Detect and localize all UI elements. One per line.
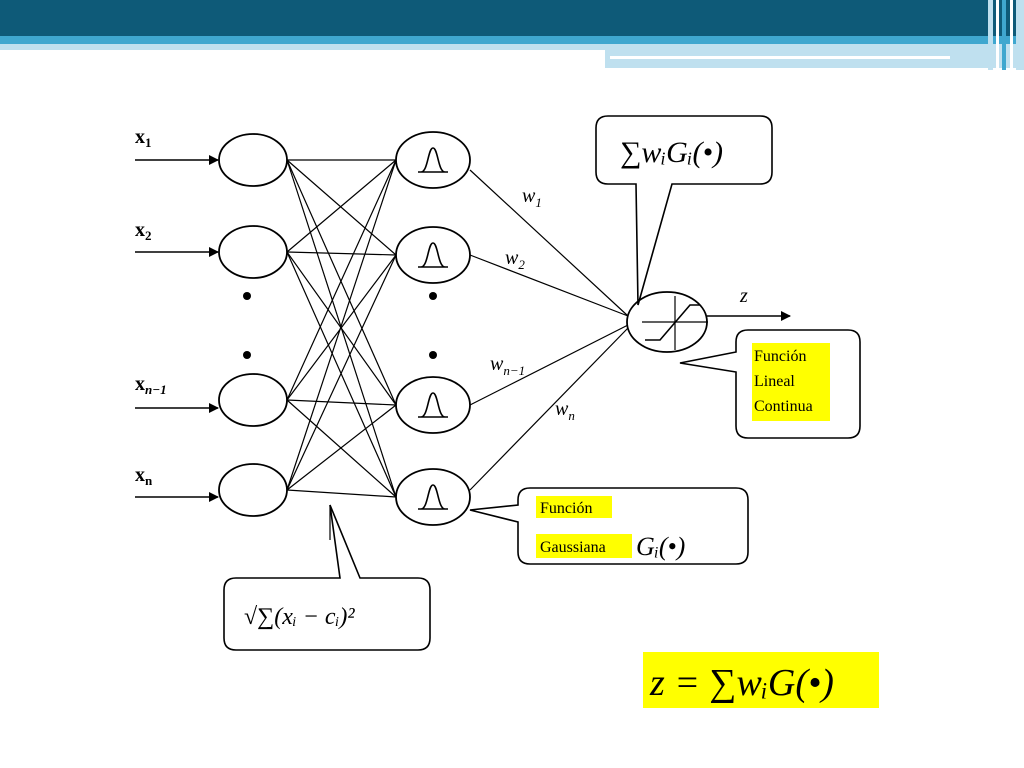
input-node-3: [218, 373, 288, 427]
input-label-x1: x1: [135, 126, 152, 150]
header-dark-band: [0, 0, 1024, 38]
input-hidden-connections: [286, 159, 397, 540]
sum-formula-callout: ∑wᵢGᵢ(•): [595, 115, 773, 306]
connection-4-3: [286, 404, 397, 491]
gaussian-curve-icon: [418, 242, 448, 268]
input-node-4: [218, 463, 288, 517]
input-labels: x1 x2 xn−1 xn: [135, 126, 167, 488]
connection-4-4: [286, 489, 397, 498]
connection-3-4: [286, 399, 397, 498]
output-node: [626, 291, 708, 353]
input-ellipsis-dots: [243, 292, 251, 359]
input-label-xn-1: xn−1: [135, 373, 167, 397]
hidden-ellipsis-dots: [429, 292, 437, 359]
connection-2-4: [286, 251, 397, 498]
gaussian-text-line-1: Función: [540, 500, 592, 517]
gaussian-highlight-1: [536, 496, 612, 518]
output-label-z: z: [739, 285, 748, 307]
gaussian-node-1: [395, 131, 471, 189]
header-white-stripe: [610, 56, 950, 59]
weight-label-w2: w2: [505, 247, 525, 272]
gaussian-curve-icon: [418, 147, 448, 173]
connection-2-3: [286, 251, 397, 406]
output-equation: z = ∑wᵢG(•): [643, 652, 879, 708]
gaussian-node-2: [395, 226, 471, 284]
connection-4-1: [286, 159, 397, 491]
header-light-band-left: [0, 44, 605, 50]
gaussian-node-3: [395, 376, 471, 434]
gaussian-highlight-2: [536, 534, 632, 558]
connection-3-2: [286, 254, 397, 401]
input-node-2: [218, 225, 288, 279]
linear-text-line-3: Continua: [754, 398, 813, 415]
header-vertical-stripes: [988, 0, 1024, 70]
distance-formula-text: √∑(xᵢ − cᵢ)²: [244, 604, 355, 630]
gaussian-text-line-2: Gaussiana: [540, 539, 606, 556]
connection-2-2: [286, 251, 397, 256]
linear-text-line-1: Función: [754, 348, 806, 365]
gaussian-symbol: Gᵢ(•): [636, 532, 685, 561]
weight-label-wn-1: wn−1: [490, 353, 525, 378]
connection-1-3: [286, 159, 397, 406]
weight-label-wn: wn: [555, 398, 575, 423]
connection-3-3: [286, 399, 397, 406]
connection-3-1: [286, 159, 397, 401]
gaussian-node-4: [395, 468, 471, 526]
linear-highlight: [752, 343, 830, 421]
weight-labels: w1 w2 wn−1 wn: [490, 185, 575, 423]
input-label-x2: x2: [135, 219, 152, 243]
input-label-xn: xn: [135, 464, 153, 488]
weight-label-w1: w1: [522, 185, 542, 210]
gaussian-curve-icon: [418, 392, 448, 418]
equation-text: z = ∑wᵢG(•): [649, 662, 834, 704]
slide-header-bar: [0, 0, 1024, 70]
sum-formula-text: ∑wᵢGᵢ(•): [620, 136, 723, 169]
hidden-output-connections: [469, 169, 629, 491]
equation-highlight: [643, 652, 879, 708]
input-node-1: [218, 133, 288, 187]
gaussian-curve-icon: [418, 484, 448, 510]
gaussian-function-callout: Función Gaussiana Gᵢ(•): [469, 487, 749, 565]
linear-text-line-2: Lineal: [754, 373, 795, 390]
input-nodes: [218, 133, 288, 517]
connection-1-2: [286, 159, 397, 256]
input-arrows: [135, 155, 219, 502]
header-accent-band: [0, 36, 1024, 44]
distance-formula-callout: √∑(xᵢ − cᵢ)²: [223, 504, 431, 651]
hidden-gaussian-nodes: [395, 131, 471, 526]
connection-2-1: [286, 159, 397, 253]
linear-function-callout: Función Lineal Continua: [679, 329, 861, 439]
connection-4-2: [286, 254, 397, 491]
